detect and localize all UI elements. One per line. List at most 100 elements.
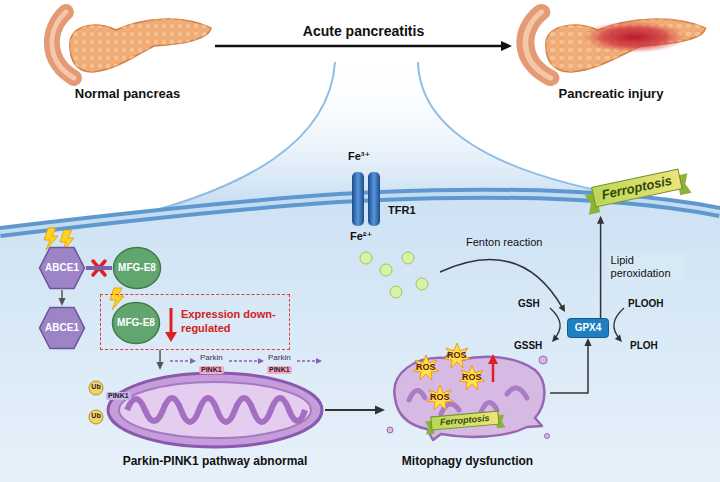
arrow-head [316, 358, 322, 364]
arrow-head [501, 41, 512, 51]
illustration-part [114, 248, 161, 289]
illustration-part [413, 355, 439, 380]
protein-label: MFG-E8 [117, 317, 155, 329]
cytoplasm [0, 194, 720, 482]
molecule-label: PLOH [630, 340, 658, 352]
cone-edge [418, 62, 650, 200]
illustration-part [459, 365, 485, 390]
illustration-part [492, 362, 495, 382]
protein-label: TFR1 [388, 204, 416, 217]
arrow-head [615, 335, 622, 343]
arrow-head [559, 304, 566, 312]
connector-line [215, 45, 503, 48]
connector-line [600, 222, 602, 318]
ion-label: Fe³⁺ [348, 150, 370, 163]
illustration-part [113, 303, 160, 344]
ubiquitin-circle [89, 410, 103, 424]
lightning-bolt [44, 228, 58, 250]
binding-link [86, 268, 112, 269]
down-arrow-head [165, 332, 177, 342]
connector-line [159, 350, 161, 364]
protein-mfge8: MFG-E8 [112, 246, 162, 290]
ion-label: Fe²⁺ [350, 230, 372, 243]
illustration-part [546, 19, 706, 72]
illustration-part [427, 385, 453, 410]
flow-arrow [156, 350, 163, 370]
illustration-part [40, 248, 85, 289]
organ-label: Normal pancreas [40, 86, 215, 102]
enzyme-box: GPX4 [567, 318, 609, 338]
illustration-part [70, 19, 211, 72]
ubiquitin-circle [89, 381, 103, 395]
iron-dot [390, 286, 402, 298]
arrow-head [375, 406, 385, 415]
illustration-part [387, 427, 393, 433]
panInj-shape [512, 6, 710, 84]
tfr1-channel [352, 172, 364, 226]
damaged-mitochondrion: Mitophagy dysfunctionFerroptosis [385, 348, 550, 468]
ubiquitin-label: Ub [89, 412, 103, 420]
flow-arrow [597, 216, 604, 318]
ros-label: ROS [447, 350, 467, 361]
edge-label: Acute pancreatitis [300, 23, 427, 40]
downregulation-box: Expression down-regulated MFG-E8 [100, 294, 290, 350]
connector-line [325, 409, 377, 411]
ros-label: ROS [430, 392, 450, 403]
parkin-dashed-arrow [229, 360, 260, 362]
molecule-label: GSH [518, 298, 540, 310]
organ-figure: Normal pancreas [40, 6, 215, 102]
molecule-label: PLOOH [628, 298, 664, 310]
illustration-part [592, 169, 682, 207]
protein-label: Parkin [268, 353, 291, 363]
mito-shape [105, 370, 325, 450]
tfr1-channel [368, 172, 380, 226]
protein-tag: PINK1 [267, 366, 292, 374]
arrow-head [597, 216, 604, 224]
flow-arrow [550, 338, 592, 393]
illustration-part [108, 373, 322, 447]
stage-label: Mitophagy dysfunction [385, 454, 550, 468]
illustration-part [582, 21, 686, 53]
fenton-arrow [440, 259, 562, 307]
illustration-part [568, 319, 609, 338]
protein-label: ABCE1 [45, 262, 79, 274]
organ-label: Pancreatic injury [512, 86, 710, 102]
edge-label: Lipid peroxidation [609, 253, 685, 280]
illustration-part [488, 354, 498, 364]
arrow-head [190, 358, 196, 364]
cycle-arrow [550, 308, 560, 339]
arrow-head [584, 338, 591, 346]
illustration-part [545, 434, 550, 439]
molecule-label: GSSH [514, 340, 542, 352]
illustration-part [394, 351, 544, 440]
ros-label: ROS [416, 362, 436, 373]
stage-label: Parkin-PINK1 pathway abnormal [105, 454, 325, 468]
mitochondrion: Parkin-PINK1 pathway abnormal [105, 370, 325, 468]
ferroptosis-banner: Ferroptosis [583, 167, 691, 214]
iron-dot [380, 264, 392, 276]
flow-arrow [325, 406, 385, 415]
ros-label: ROS [462, 372, 482, 383]
illustration-part [119, 382, 311, 438]
connector-line [550, 344, 588, 393]
protein-label: MFG-E8 [118, 262, 156, 274]
arrow-head [58, 298, 65, 306]
organ-figure: Pancreatic injury [512, 6, 710, 102]
illustration-part [431, 411, 499, 430]
arrow-head [552, 335, 559, 343]
note-label: Expression down-regulated [181, 308, 281, 334]
enzyme-label: GPX4 [575, 322, 602, 334]
illustration-part [546, 19, 706, 72]
illustration-part [539, 356, 547, 364]
protein-tag: PINK1 [106, 392, 131, 400]
illustration-part [459, 365, 485, 390]
pan-shape [40, 6, 215, 84]
illustration-part [444, 343, 470, 368]
protein-mfge8: MFG-E8 [111, 301, 161, 345]
illustration-part [444, 343, 470, 368]
iron-dot [360, 252, 372, 264]
protein-abce1: ABCE1 [38, 246, 86, 290]
protein-label: ABCE1 [45, 322, 79, 334]
